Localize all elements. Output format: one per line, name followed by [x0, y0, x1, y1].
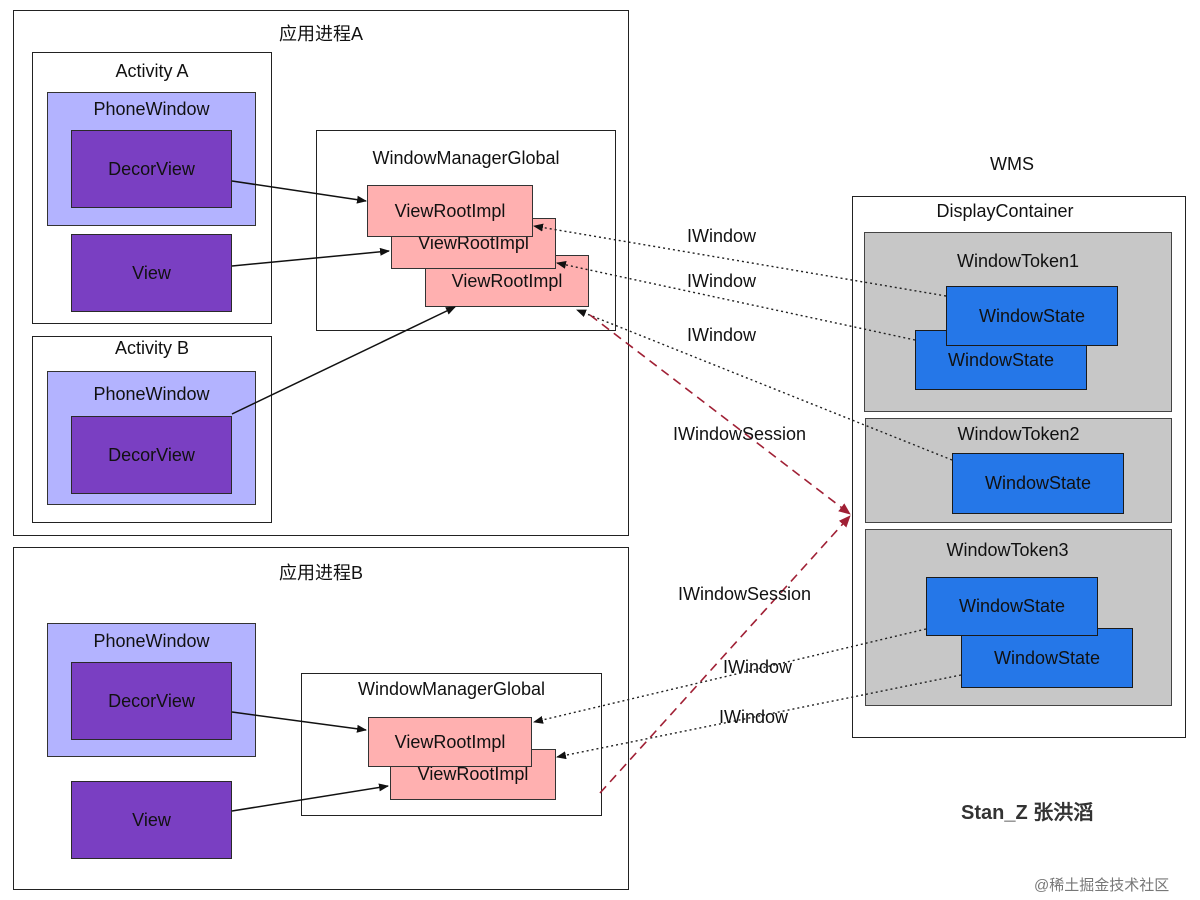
phone-window-c-label: PhoneWindow [93, 631, 210, 651]
edge-label-iwindow-3: IWindow [687, 325, 757, 345]
decor-view-b: DecorView [71, 416, 232, 494]
edge-session-b [599, 515, 851, 794]
display-container-title: DisplayContainer [936, 201, 1074, 221]
process-a-title: 应用进程A [278, 24, 363, 44]
process-b-title: 应用进程B [278, 563, 363, 583]
window-state-t1-front: WindowState [946, 286, 1118, 346]
wms-title: WMS [990, 154, 1034, 174]
wmg-b-title: WindowManagerGlobal [357, 679, 546, 699]
view-root-impl-b1: ViewRootImpl [368, 717, 532, 767]
site-credit: @稀土掘金技术社区 [1034, 877, 1170, 894]
window-state-t3-front: WindowState [926, 577, 1098, 636]
window-state-t3-back: WindowState [961, 628, 1133, 688]
wmg-a-title: WindowManagerGlobal [372, 148, 560, 168]
edge-label-session-1: IWindowSession [673, 424, 807, 444]
window-token2-title: WindowToken2 [957, 424, 1080, 444]
window-token1-title: WindowToken1 [956, 251, 1080, 271]
view-root-impl-a1: ViewRootImpl [367, 185, 533, 237]
phone-window-b-label: PhoneWindow [93, 384, 210, 404]
edge-label-iwindow-4: IWindow [723, 657, 793, 677]
edge-label-iwindow-2: IWindow [687, 271, 757, 291]
activity-b-title: Activity B [114, 338, 189, 358]
decor-view-a: DecorView [71, 130, 232, 208]
edge-label-iwindow-1: IWindow [687, 226, 757, 246]
decor-view-c: DecorView [71, 662, 232, 740]
activity-a-title: Activity A [115, 61, 189, 81]
view-a: View [71, 234, 232, 312]
phone-window-a-label: PhoneWindow [93, 99, 210, 119]
window-token3-title: WindowToken3 [946, 540, 1069, 560]
author-watermark: Stan_Z 张洪滔 [961, 802, 1094, 824]
edge-label-iwindow-5: IWindow [719, 707, 789, 727]
view-c: View [71, 781, 232, 859]
edge-label-session-2: IWindowSession [678, 584, 812, 604]
window-state-t2: WindowState [952, 453, 1124, 514]
